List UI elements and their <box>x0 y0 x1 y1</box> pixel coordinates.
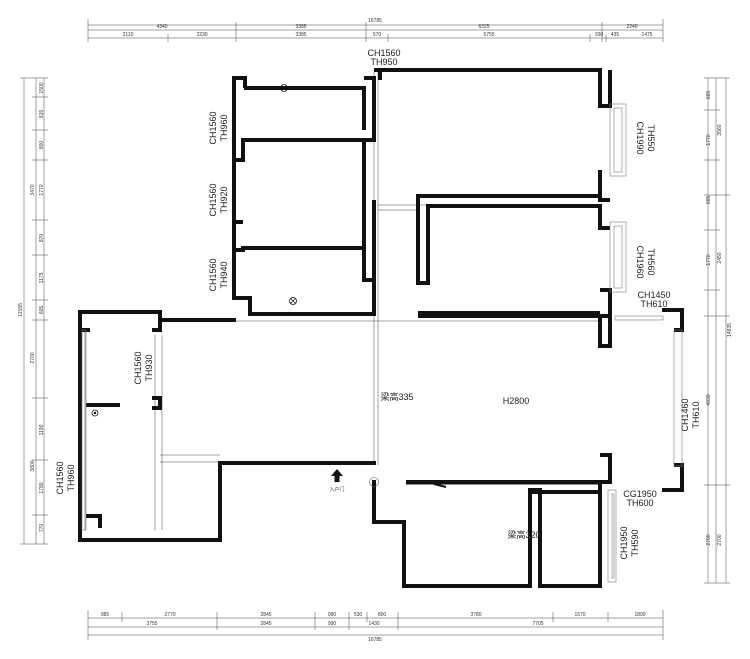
right-dimensions: 3560 2450 14835 2700 665 1770 665 1770 4… <box>704 77 733 584</box>
beam-height-label: 梁高335 <box>380 391 413 402</box>
entrance-arrow-icon <box>331 469 343 482</box>
windows <box>81 103 683 583</box>
bottom-dim: 1570 <box>574 612 585 618</box>
top-dim: 2240 <box>626 24 637 30</box>
window-label: CH1960 <box>635 245 645 278</box>
top-dim: 3385 <box>295 32 306 38</box>
bottom-dim: 1800 <box>634 612 645 618</box>
window-label: TH920 <box>219 186 229 213</box>
top-dim: 435 <box>611 32 620 38</box>
left-dim: 1500 <box>39 82 45 93</box>
window-label: CH1560 <box>133 351 143 384</box>
left-dim: 800 <box>39 141 45 150</box>
bottom-dim: 3755 <box>146 621 157 627</box>
top-dim: 570 <box>373 32 382 38</box>
left-dim: 815 <box>39 110 45 119</box>
left-dim: 1780 <box>39 482 45 493</box>
left-dim: 3800 <box>30 460 36 471</box>
left-dim: 2700 <box>30 352 36 363</box>
left-dim: 870 <box>39 234 45 243</box>
window-label: TH940 <box>219 261 229 288</box>
window-labels: CH1560 TH950 CH1560 TH960 CH1560 TH920 C… <box>55 48 701 560</box>
right-dim: 2700 <box>717 534 723 545</box>
window-label: TH930 <box>144 354 154 381</box>
bottom-dim: 985 <box>101 612 110 618</box>
window-label: TH960 <box>219 114 229 141</box>
right-dim: 2700 <box>706 534 712 545</box>
window-label: TH560 <box>646 248 656 275</box>
bottom-total-dim: 16785 <box>368 637 382 643</box>
bottom-dim: 990 <box>328 612 337 618</box>
window-label: TH590 <box>630 529 640 556</box>
left-dim: 605 <box>39 306 45 315</box>
window-label: TH950 <box>370 57 397 67</box>
window-label: TH610 <box>691 401 701 428</box>
ceiling-height-label: H2800 <box>503 396 530 406</box>
window-label: TH550 <box>646 124 656 151</box>
window-label: CH1950 <box>619 526 629 559</box>
left-dim: 3470 <box>30 184 36 195</box>
bottom-dim: 2845 <box>260 612 271 618</box>
bottom-dim: 990 <box>328 621 337 627</box>
window-label: CH1560 <box>208 258 218 291</box>
window-label: TH610 <box>640 299 667 309</box>
window-label: CH1460 <box>680 398 690 431</box>
top-dim: 1475 <box>641 32 652 38</box>
top-dim: 2230 <box>196 32 207 38</box>
bottom-dim: 7705 <box>532 621 543 627</box>
bottom-dim: 2845 <box>260 621 271 627</box>
left-dim: 770 <box>39 524 45 533</box>
door-swing-marker <box>369 477 379 487</box>
window-label: CH1560 <box>208 183 218 216</box>
window-label: TH960 <box>66 464 76 491</box>
top-dim: 6325 <box>478 24 489 30</box>
bottom-dim: 2770 <box>164 612 175 618</box>
top-dim: 5755 <box>483 32 494 38</box>
walls <box>78 68 684 588</box>
drain-icon <box>280 84 288 92</box>
right-dim: 3560 <box>717 124 723 135</box>
left-dim: 12155 <box>18 303 24 317</box>
top-dim: 4340 <box>156 24 167 30</box>
top-dim: 2110 <box>123 32 134 38</box>
bottom-dim: 530 <box>354 612 363 618</box>
right-dim: 2450 <box>717 252 723 263</box>
left-dim: 1175 <box>39 272 45 283</box>
bottom-dim: 1430 <box>368 621 379 627</box>
drain-icon <box>91 409 99 417</box>
bottom-dim: 3780 <box>470 612 481 618</box>
window-label: CH1990 <box>635 121 645 154</box>
right-dim: 4930 <box>706 394 712 405</box>
right-dim: 665 <box>706 91 712 100</box>
window-label: CH1560 <box>367 48 400 58</box>
top-dim: 3385 <box>295 24 306 30</box>
right-dim: 1770 <box>706 134 712 145</box>
left-dimensions: 12155 3470 2700 3800 1500 815 800 1770 8… <box>18 77 48 545</box>
beam-height-label: 梁高320 <box>507 529 540 540</box>
right-dim: 1770 <box>706 254 712 265</box>
top-dim: 330 <box>595 32 604 38</box>
right-dim: 665 <box>706 196 712 205</box>
bottom-dim: 800 <box>378 612 387 618</box>
window-label: TH600 <box>626 498 653 508</box>
window-label: CH1560 <box>208 111 218 144</box>
window-label: CH1450 <box>637 290 670 300</box>
window-label: CG1950 <box>623 489 657 499</box>
right-dim: 14835 <box>727 323 733 337</box>
left-dim: 1770 <box>39 184 45 195</box>
left-dim: 1190 <box>39 424 45 435</box>
top-total-dim: 16785 <box>368 18 382 24</box>
bottom-dimensions: 985 2770 2845 990 530 800 3780 1570 1800… <box>87 610 664 643</box>
entrance-label: 入户门 <box>329 486 344 493</box>
top-dimensions: 16785 4340 3385 6325 2240 2110 2230 3385… <box>87 18 664 42</box>
window-label: CH1560 <box>55 461 65 494</box>
drain-icon <box>289 297 297 305</box>
